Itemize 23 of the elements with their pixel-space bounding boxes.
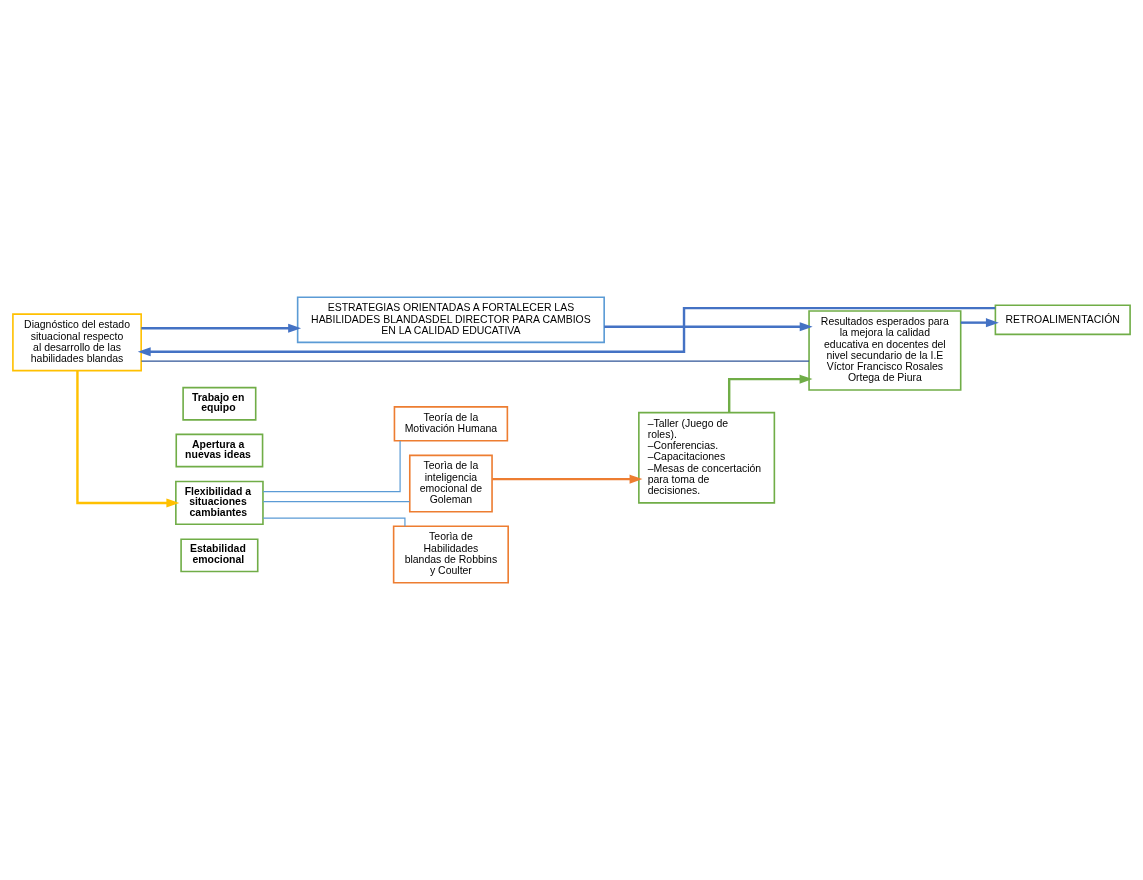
node-box: Trabajo en equipo: [182, 386, 257, 421]
node-box: –Taller (Juego de roles). –Conferencias. –Capacitaciones –Mesas de concertación para toma de decisiones.: [638, 411, 776, 504]
arrow: [76, 370, 180, 508]
connector: [140, 360, 810, 362]
node-box: Resultados esperados para la mejora la calidad educativa en docentes del nivel secundario de la I.E Víctor Francisco Rosales Ortega de Piura: [808, 310, 962, 391]
node-box: Teoría de la Motivación Humana: [393, 406, 509, 442]
arrow: [604, 322, 813, 332]
node-box: ESTRATEGIAS ORIENTADAS A FORTALECER LAS HABILIDADES BLANDASDEL DIRECTOR PARA CAMBIOS EN LA CALIDAD EDUCATIVA: [296, 296, 605, 344]
arrow: [960, 318, 999, 328]
node-box: Estabilidad emocional: [180, 538, 259, 573]
node-box: Teorìa de la inteligencia emocional de Goleman: [408, 454, 493, 513]
arrow: [492, 474, 643, 484]
node-box: Teorìa de Habilidades blandas de Robbins y Coulter: [392, 525, 509, 584]
node-box: Diagnóstico del estado situacional respecto al desarrollo de las habilidades blandas: [12, 313, 142, 372]
connector: [262, 440, 401, 493]
node-box: Flexibilidad a situaciones cambiantes: [175, 480, 264, 526]
arrow: [141, 323, 302, 333]
node-box: RETROALIMENTACIÓN: [994, 304, 1131, 336]
connector: [262, 501, 411, 503]
arrow: [728, 374, 813, 413]
arrow: [137, 306, 996, 357]
connector: [262, 517, 406, 527]
node-box: Apertura a nuevas ideas: [175, 433, 264, 468]
